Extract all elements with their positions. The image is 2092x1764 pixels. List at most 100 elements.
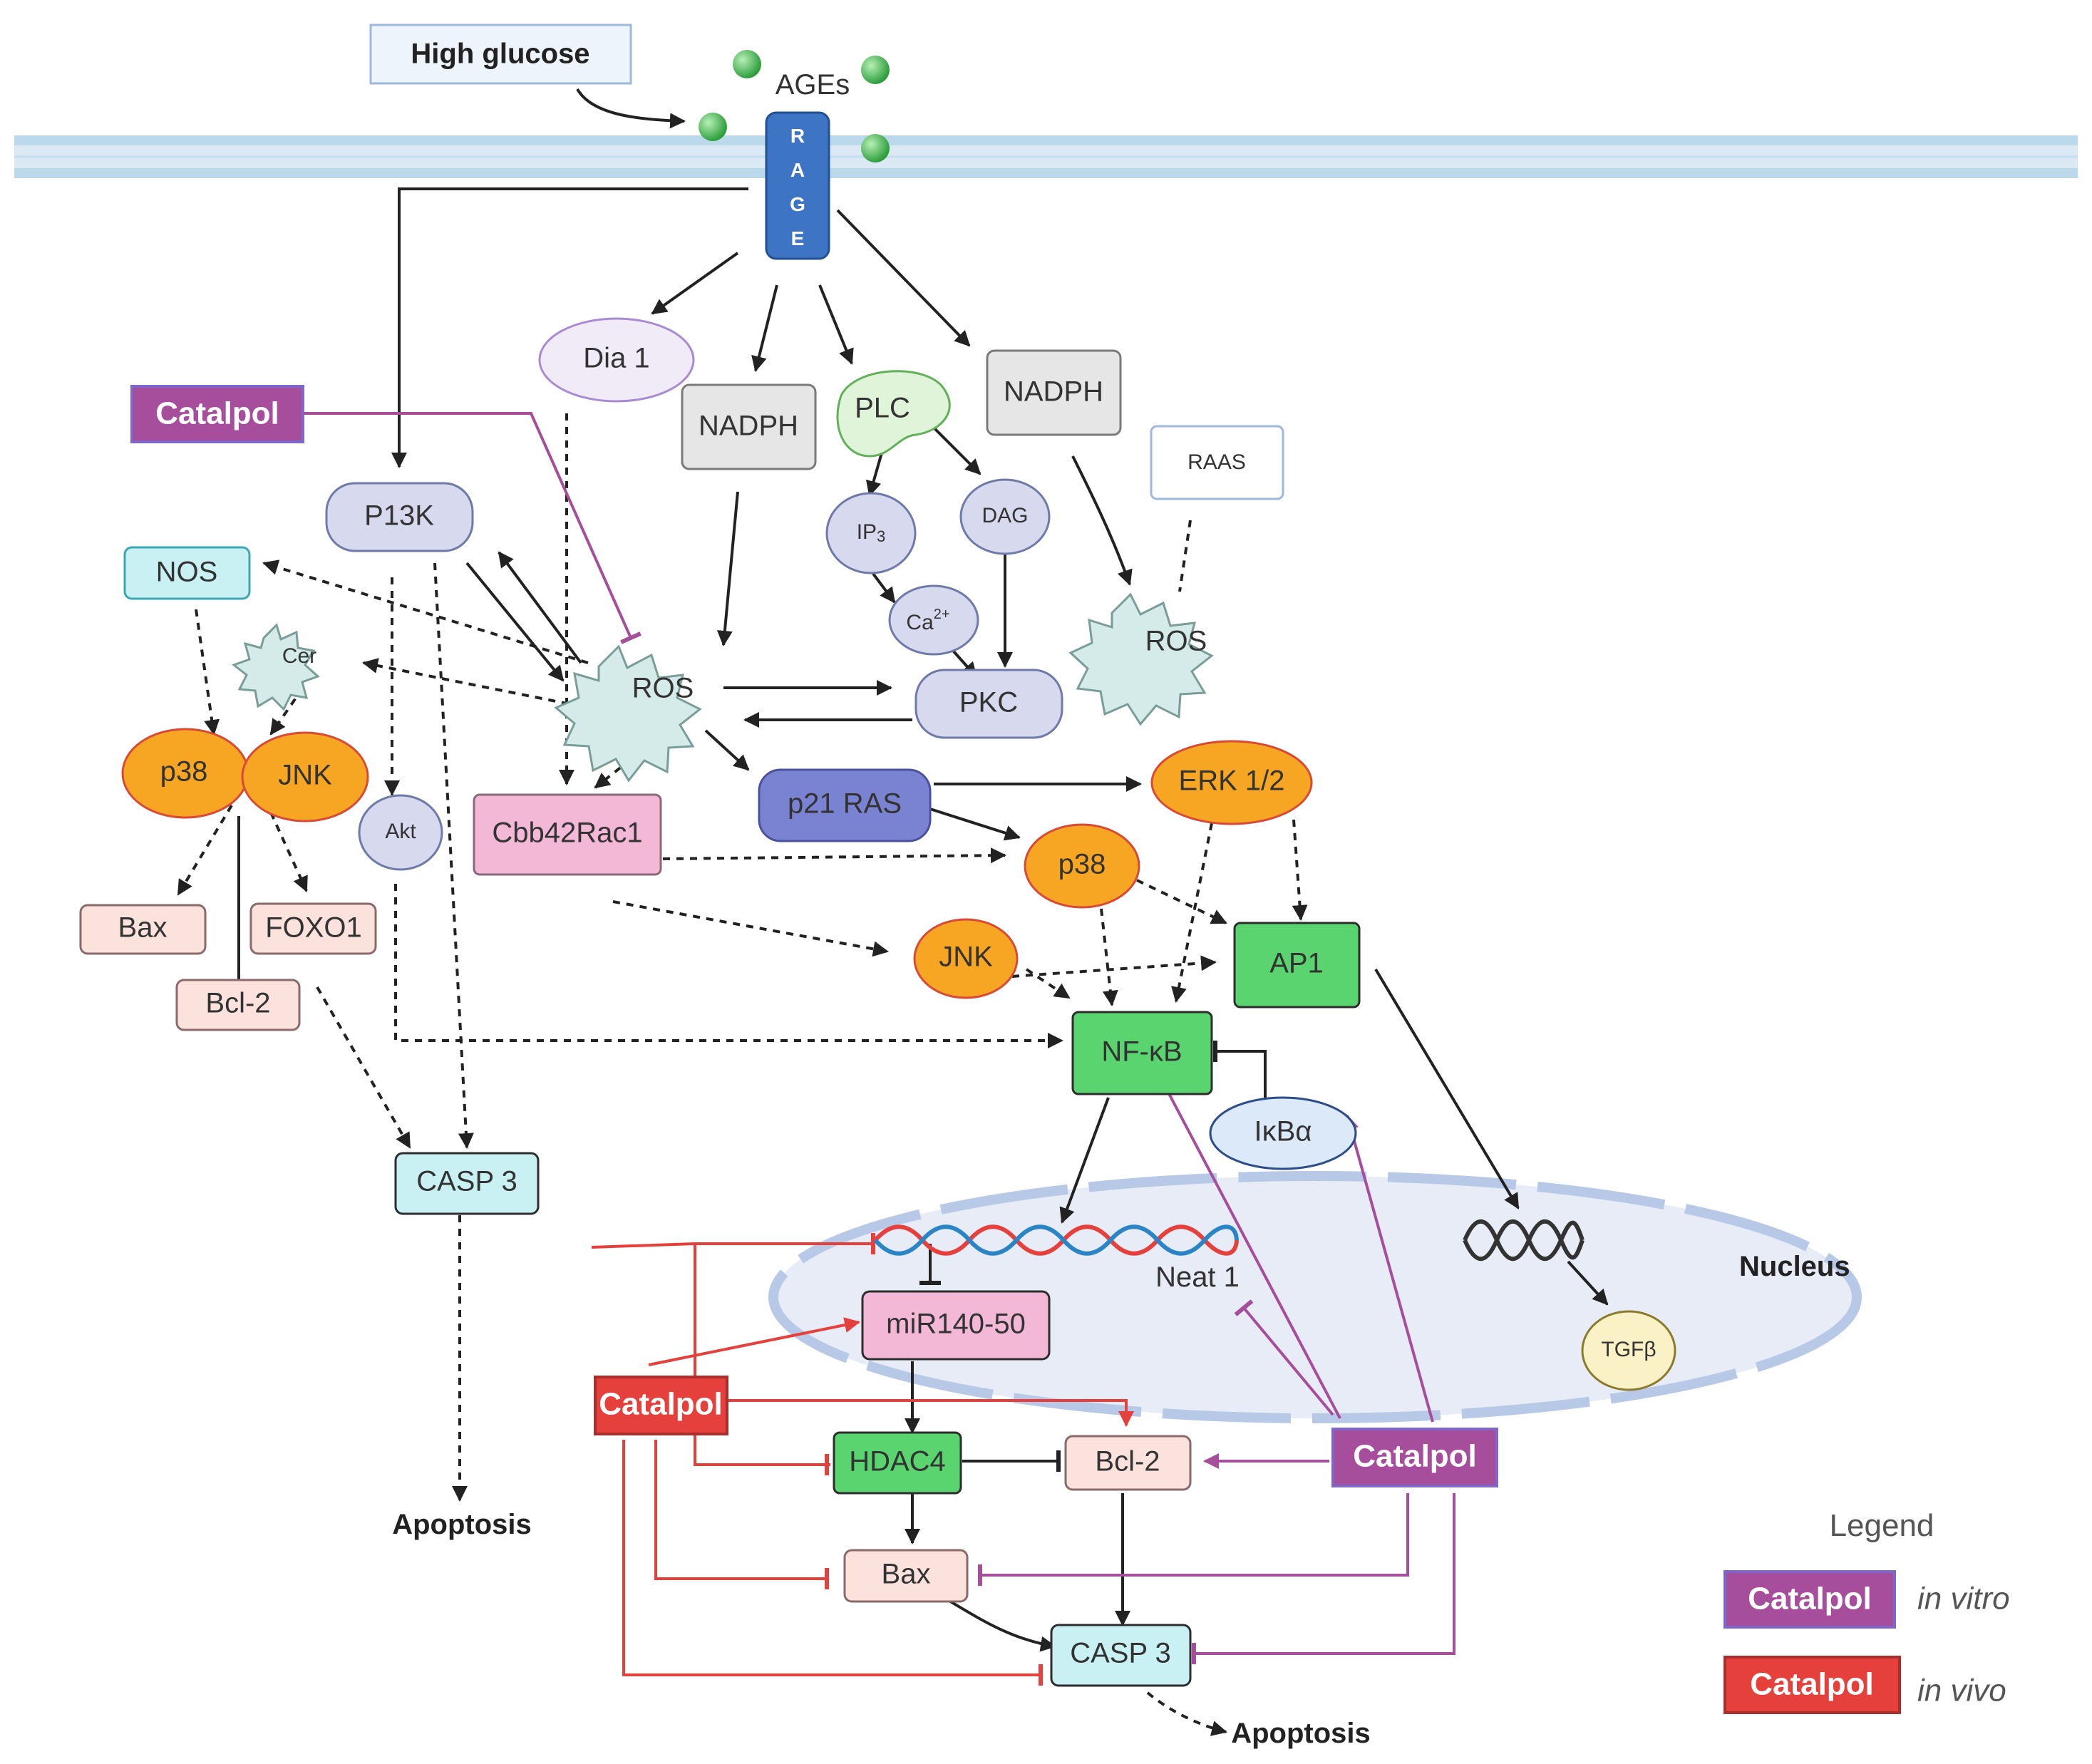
jnk-node-left: JNK: [241, 731, 369, 822]
svg-text:NADPH: NADPH: [699, 411, 798, 442]
p38-node-left: p38: [121, 728, 249, 819]
svg-text:PLC: PLC: [855, 393, 910, 424]
svg-text:P13K: P13K: [364, 500, 434, 532]
age-bead: [733, 50, 761, 78]
legend-in-vivo: Catalpol in vivo: [1723, 1656, 2006, 1714]
svg-text:E: E: [791, 227, 805, 249]
bcl2-node-left: Bcl-2: [175, 979, 301, 1031]
catalpol-in-vitro-right: Catalpol: [1331, 1428, 1498, 1487]
ap1-node: AP1: [1233, 922, 1361, 1009]
erk12-node: ERK 1/2: [1150, 740, 1313, 825]
svg-text:CASP 3: CASP 3: [416, 1166, 517, 1197]
high-glucose-label: High glucose: [411, 38, 589, 70]
svg-text:p21 RAS: p21 RAS: [788, 788, 902, 820]
p38-node-right: p38: [1024, 823, 1140, 909]
svg-text:RAAS: RAAS: [1187, 450, 1246, 474]
legend-in-vitro: Catalpol in vitro: [1723, 1570, 2010, 1629]
akt-node: Akt: [358, 794, 443, 871]
cell-membrane: [14, 135, 2078, 178]
ros-node-right: ROS: [1068, 592, 1214, 726]
svg-text:Ca2+: Ca2+: [906, 607, 949, 634]
casp3-node-center: CASP 3: [1050, 1624, 1192, 1687]
p21ras-node: p21 RAS: [758, 768, 932, 842]
rage-receptor: R A G E: [765, 111, 830, 260]
jnk-node-right: JNK: [913, 918, 1019, 999]
nadph-node-right: NADPH: [986, 349, 1122, 436]
tgfb-node: TGFβ: [1581, 1310, 1676, 1391]
svg-text:Cer: Cer: [282, 644, 316, 668]
dna-helix-icon-2: [1463, 1219, 1585, 1262]
ikba-node: IκBα: [1209, 1096, 1357, 1170]
nadph-node-left: NADPH: [681, 383, 817, 470]
age-bead: [699, 113, 727, 141]
svg-text:Catalpol: Catalpol: [155, 396, 279, 431]
svg-text:HDAC4: HDAC4: [849, 1446, 946, 1477]
catalpol-in-vitro-top: Catalpol: [130, 385, 304, 443]
svg-text:Dia 1: Dia 1: [583, 343, 649, 374]
svg-text:DAG: DAG: [981, 504, 1028, 527]
svg-text:NF-κB: NF-κB: [1101, 1036, 1182, 1068]
cer-node: Cer: [231, 623, 320, 711]
svg-text:IκBα: IκBα: [1254, 1116, 1312, 1147]
svg-text:NOS: NOS: [156, 557, 218, 588]
neat1-label: Neat 1: [1155, 1262, 1240, 1293]
svg-text:FOXO1: FOXO1: [265, 912, 362, 944]
catalpol-in-vivo-center: Catalpol: [594, 1376, 728, 1435]
dia1-node: Dia 1: [538, 317, 695, 403]
svg-text:Bcl-2: Bcl-2: [1095, 1446, 1160, 1477]
apoptosis-label-left: Apoptosis: [392, 1509, 532, 1540]
svg-text:NADPH: NADPH: [1004, 376, 1103, 408]
ages-beads: [699, 50, 890, 163]
pkc-node: PKC: [914, 669, 1063, 739]
svg-text:JNK: JNK: [278, 760, 332, 791]
svg-text:Akt: Akt: [385, 820, 416, 843]
legend-title: Legend: [1830, 1508, 1934, 1543]
ros-node-center: ROS: [554, 644, 702, 783]
svg-text:G: G: [790, 193, 805, 215]
mir140-50-node: miR140-50: [861, 1290, 1051, 1361]
svg-text:IP3: IP3: [857, 520, 886, 545]
bax-node-center: Bax: [843, 1549, 969, 1603]
svg-text:Catalpol: Catalpol: [599, 1387, 723, 1422]
age-bead: [861, 134, 890, 163]
svg-text:Catalpol: Catalpol: [1750, 1667, 1874, 1702]
plc-node: PLC: [836, 370, 951, 458]
legend: Legend Catalpol in vitro Catalpol in viv…: [1723, 1508, 2010, 1714]
svg-text:p38: p38: [1058, 849, 1106, 880]
svg-text:ROS: ROS: [632, 673, 694, 704]
svg-text:Catalpol: Catalpol: [1748, 1582, 1872, 1616]
bax-node-left: Bax: [79, 904, 207, 955]
ip3-node: IP3: [825, 492, 917, 574]
svg-text:Bax: Bax: [882, 1559, 931, 1590]
svg-text:Bcl-2: Bcl-2: [205, 988, 270, 1019]
nos-node: NOS: [123, 546, 251, 600]
foxo1-node: FOXO1: [249, 902, 377, 955]
age-bead: [861, 56, 890, 84]
svg-text:TGFβ: TGFβ: [1601, 1338, 1656, 1361]
svg-text:CASP 3: CASP 3: [1070, 1638, 1171, 1669]
svg-text:JNK: JNK: [939, 942, 993, 973]
nucleus-label: Nucleus: [1739, 1251, 1850, 1282]
svg-text:in vitro: in vitro: [1917, 1582, 2010, 1616]
p13k-node: P13K: [325, 482, 474, 552]
nfkb-node: NF-κB: [1071, 1011, 1213, 1095]
ca-node: Ca2+: [888, 584, 979, 656]
apoptosis-label-center: Apoptosis: [1231, 1718, 1371, 1749]
dag-node: DAG: [959, 478, 1051, 555]
svg-text:ROS: ROS: [1145, 626, 1207, 657]
cbb42rac1-node: Cbb42Rac1: [473, 793, 662, 876]
svg-text:PKC: PKC: [959, 687, 1018, 718]
raas-node: RAAS: [1150, 425, 1284, 500]
svg-text:AP1: AP1: [1269, 948, 1324, 979]
edges: [177, 88, 1609, 1736]
svg-text:R: R: [790, 125, 805, 147]
high-glucose-box: High glucose: [369, 24, 632, 85]
svg-text:p38: p38: [160, 756, 208, 788]
svg-text:A: A: [790, 159, 805, 181]
svg-text:Catalpol: Catalpol: [1353, 1439, 1477, 1474]
hdac4-node: HDAC4: [833, 1431, 962, 1495]
svg-text:in vivo: in vivo: [1917, 1673, 2006, 1708]
svg-text:miR140-50: miR140-50: [886, 1309, 1026, 1340]
casp3-node-left: CASP 3: [394, 1152, 540, 1215]
svg-text:ERK 1/2: ERK 1/2: [1179, 765, 1285, 797]
